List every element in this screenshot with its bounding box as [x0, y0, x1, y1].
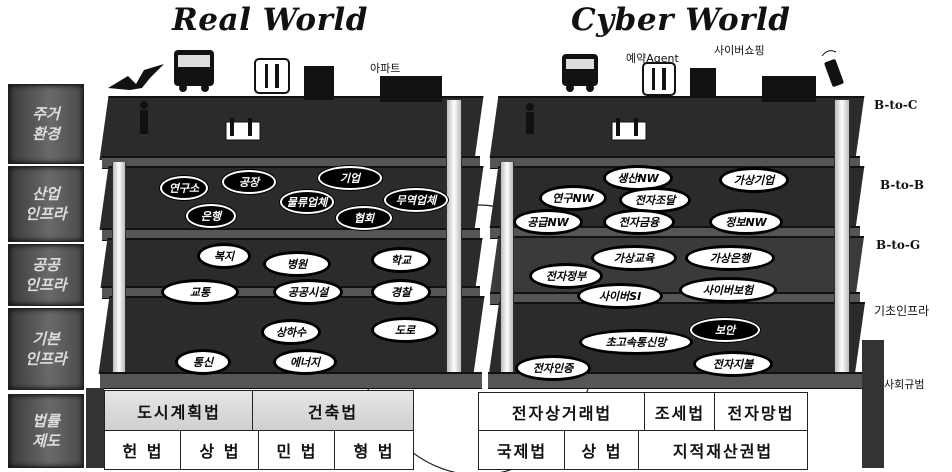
cyber-oval-research-nw: 연구NW [540, 186, 606, 210]
factory-icon [611, 118, 647, 141]
law-civil: 민 법 [258, 430, 336, 470]
side-label-law: 법률 제도 [8, 394, 84, 468]
cyber-oval-cyber-si: 사이버SI [578, 284, 662, 308]
side-label-industry: 산업 인프라 [8, 166, 84, 242]
apartment-icon [762, 76, 816, 102]
real-oval-trade: 무역업체 [384, 188, 448, 212]
cyber-oval-e-authentication: 전자인증 [516, 356, 590, 380]
law-commercial: 상 법 [180, 430, 260, 470]
cyber-oval-e-procurement: 전자조달 [620, 188, 690, 212]
real-oval-police: 경찰 [372, 280, 430, 304]
cyber-oval-e-payment: 전자지불 [694, 352, 772, 376]
cyber-oval-virtual-company: 가상기업 [720, 168, 788, 192]
cyber-oval-virtual-education: 가상교육 [592, 246, 676, 270]
cyber-slab-base [488, 372, 862, 389]
law-tax: 조세법 [644, 392, 716, 432]
law-intellectual-property: 지적재산권법 [638, 430, 808, 470]
label-social-norms: 사회규범 [884, 378, 925, 391]
cyber-oval-security: 보안 [690, 318, 760, 342]
side-label-public: 공공 인프라 [8, 244, 84, 306]
real-oval-transport: 교통 [162, 280, 238, 304]
pillar [446, 100, 462, 372]
real-oval-company: 기업 [318, 166, 382, 190]
building-icon [690, 68, 716, 98]
label-b2c: B-to-C [874, 98, 918, 112]
real-oval-welfare: 복지 [198, 244, 250, 268]
side-label-basic: 기본 인프라 [8, 308, 84, 390]
cyber-oval-cyber-insurance: 사이버보험 [680, 278, 776, 302]
real-base-side [86, 388, 104, 468]
bus-icon [174, 50, 214, 92]
real-oval-hospital: 병원 [264, 252, 330, 276]
real-oval-association: 협회 [336, 206, 392, 230]
booking-agent-label: 예약Agent [626, 52, 679, 65]
law-e-commerce: 전자상거래법 [478, 392, 646, 432]
pillar [112, 162, 126, 372]
real-oval-logistics: 물류업체 [280, 190, 334, 214]
real-oval-factory: 공장 [222, 170, 276, 194]
law-urban-planning: 도시계획법 [104, 390, 254, 432]
law-criminal: 형 법 [334, 430, 414, 470]
law-e-network: 전자망법 [714, 392, 808, 432]
law-constitution: 헌 법 [104, 430, 182, 470]
cyber-oval-supply-nw: 공급NW [514, 210, 582, 234]
real-oval-water: 상하수 [262, 320, 320, 344]
mobile-phone-icon [821, 50, 844, 87]
pillar [500, 162, 514, 372]
apartment-icon [380, 76, 442, 102]
real-oval-public-facility: 공공시설 [274, 280, 342, 304]
label-b2b: B-to-B [880, 178, 925, 192]
law-commercial-cyber: 상 법 [564, 430, 640, 470]
cyber-base-side [862, 340, 884, 468]
real-oval-bank: 은행 [186, 204, 236, 228]
restaurant-icon [254, 58, 290, 94]
cyber-world-title: Cyber World [571, 2, 791, 38]
cyber-oval-highspeed-network: 초고속통신망 [580, 330, 692, 354]
apartment-label: 아파트 [370, 62, 401, 75]
real-oval-telecom: 통신 [176, 350, 230, 374]
pillar [834, 100, 850, 372]
person-icon [526, 103, 534, 134]
cyber-oval-info-nw: 정보NW [710, 210, 782, 234]
person-icon [140, 101, 148, 134]
building-icon [304, 66, 334, 100]
law-building: 건축법 [252, 390, 414, 432]
real-oval-energy: 에너지 [274, 350, 336, 374]
cyber-shopping-label: 사이버쇼핑 [714, 44, 765, 57]
real-oval-school: 학교 [372, 248, 430, 272]
real-oval-road: 도로 [372, 318, 438, 342]
eagle-icon [108, 64, 164, 90]
law-international: 국제법 [478, 430, 566, 470]
real-slab-base [100, 372, 482, 389]
cyber-oval-virtual-bank: 가상은행 [686, 246, 774, 270]
side-label-housing: 주거 환경 [8, 84, 84, 164]
factory-icon [225, 118, 261, 141]
cyber-floor-housing [489, 96, 865, 158]
cyber-oval-production-nw: 생산NW [604, 166, 672, 190]
real-world-title: Real World [172, 2, 368, 38]
restaurant-icon [642, 62, 676, 96]
real-oval-research: 연구소 [160, 176, 208, 200]
cyber-oval-e-government: 전자정부 [530, 264, 602, 288]
cyber-oval-e-finance: 전자금융 [604, 210, 674, 234]
bus-icon [562, 54, 598, 92]
label-basic-infra: 기초인프라 [874, 304, 930, 318]
label-b2g: B-to-G [876, 238, 921, 252]
